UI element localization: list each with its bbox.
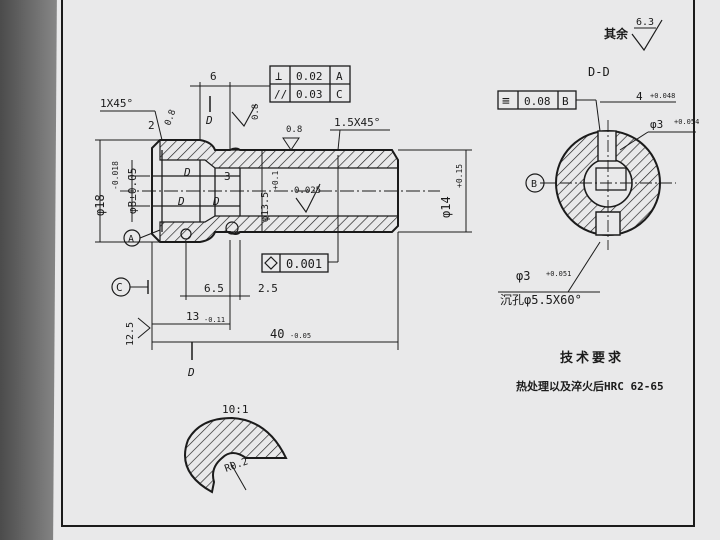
datum-a: A [128,234,134,245]
section-view: D-D ≡ 0.08 B 4 +0.048 φ3 +0.054 B φ3 +0. [497,65,699,307]
dim-dia3-bottom: φ3 [516,269,530,283]
roughness-symbol-icon [631,19,663,52]
section-mark-d-top: D [205,114,213,127]
detail-scale: 10:1 [222,403,249,416]
gdt-perp-value: 0.02 [296,70,323,83]
detail-profile [184,416,288,494]
datum-b: B [531,179,537,190]
dim-3: 3 [224,170,231,183]
gdt-par-value: 0.03 [296,88,323,101]
dim-countersink: 沉孔φ5.5X60° [500,293,582,307]
rest-roughness: 其余 6.3 [604,17,663,52]
rest-roughness-label: 其余 [604,26,629,41]
sheet-border [61,0,695,527]
dim-dia3-top-tol: +0.054 [674,118,699,126]
right-dimensions: φ14 +0.15 [398,149,472,233]
dim-section-width: 4 [636,90,643,103]
dim-dia3-bottom-tol: +0.051 [546,270,571,278]
detail-view: 10:1 R0.2 [184,403,288,494]
roughness-12-5: 12.5 [125,322,136,346]
main-view [120,139,440,243]
dim-40-tol: -0.05 [290,332,311,340]
dim-2-5: 2.5 [258,282,278,295]
dim-dia3-top: φ3 [650,118,663,131]
dim-section-width-tol: +0.048 [650,92,675,100]
dim-6: 6 [210,70,217,83]
gdt-par-symbol: // [274,88,287,101]
dim-chamfer-1x45: 1X45° [100,97,133,110]
rest-roughness-value: 6.3 [636,17,654,28]
table-surface [0,0,60,540]
left-dimensions: φ18 -0.018 φ8±0.05 1X45° 2 0.8 A C 12.5 [93,97,178,346]
dim-6-5: 6.5 [204,282,224,295]
dim-dia18-tol: -0.018 [111,161,120,190]
gdt-par-ref: C [336,88,343,101]
gdt-sym-value: 0.08 [524,95,551,108]
section-mark-d-left: D [183,166,191,179]
dim-dia8: φ8±0.05 [126,168,139,214]
dim-dia13-5: φ13.5 [260,192,271,222]
section-slot-top [597,130,617,162]
roughness-08-b: 0.8 [286,125,302,135]
gdt-circ-value: 0.001 [286,257,322,271]
gdt-perp-ref: A [336,70,343,83]
gdt-frame-circularity [261,253,329,273]
dim-13: 13 [186,310,199,323]
gdt-perp-symbol: ⊥ [275,69,282,83]
dim-dia13-5-tol: +0.1 [271,171,280,190]
dim-r0-2: R0.2 [223,456,249,475]
circularity-icon [264,256,278,270]
gdt-sym-ref: B [562,95,569,108]
dim-13-tol: -0.11 [204,316,225,324]
hatched-wall-top [159,139,399,169]
gdt-sym-symbol: ≡ [502,94,510,109]
hatched-wall-bottom [159,215,399,243]
dim-chamfer-1-5x45: 1.5X45° [334,116,380,129]
datum-c: C [116,281,123,294]
section-view-title: D-D [588,65,610,79]
roughness-08-top: 0.8 [163,108,178,127]
notes-body: 热处理以及淬火后HRC 62-65 [516,379,664,393]
roughness-08-a: 0.8 [251,104,261,120]
dim-dia14-tol: +0.15 [455,164,464,188]
notes-title: 技术要求 [560,350,624,366]
bottom-dimensions: 6.5 2.5 13 -0.11 40 -0.05 D [151,232,399,379]
section-mark-d-mid: D [177,195,185,208]
inner-labels: 3 D D D φ13.5 +0.1 0.025 0.001 [177,150,339,273]
dim-dia14: φ14 [439,196,453,218]
dim-40: 40 [270,327,284,341]
dim-dia18: φ18 [93,194,107,216]
dim-angle-0-025: 0.025 [294,186,321,196]
dim-2: 2 [148,119,155,132]
top-dimensions: 6 ⊥ 0.02 A // 0.03 C 0.8 D 0.8 1.5X45° [190,65,390,151]
section-mark-d-bottom: D [187,366,195,379]
section-mark-d-right: D [212,195,220,208]
technical-notes: 技术要求 热处理以及淬火后HRC 62-65 [516,350,664,393]
